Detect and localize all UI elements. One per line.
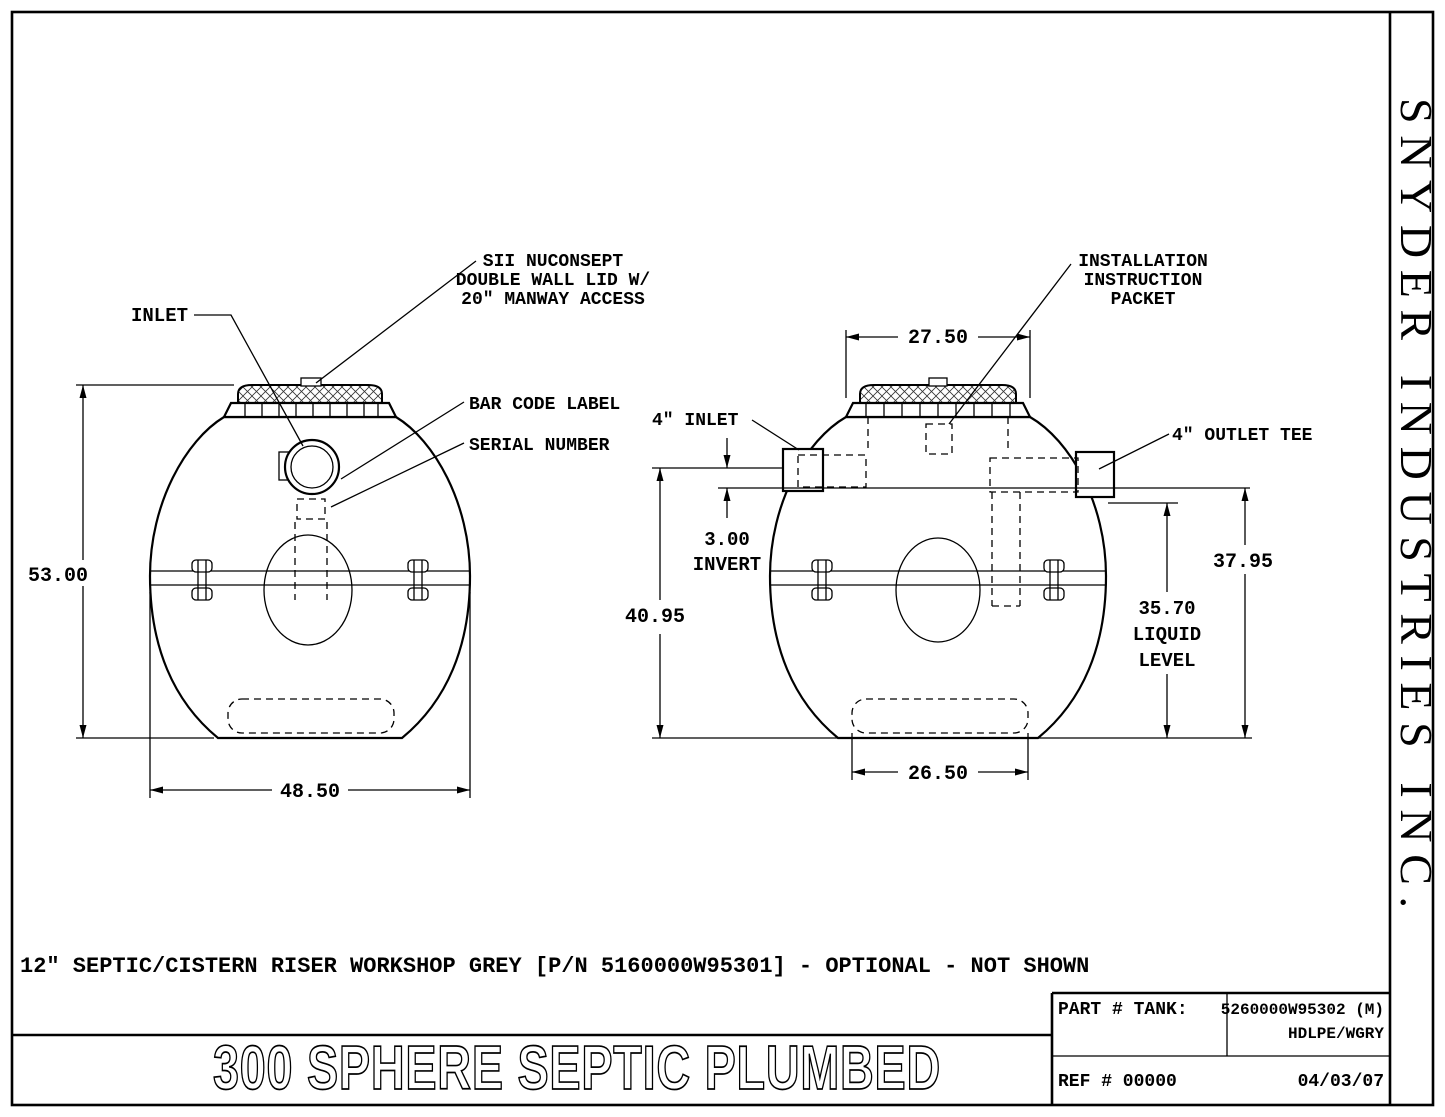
part-number: 5260000W95302 (M) <box>1221 1001 1384 1019</box>
band-lug <box>811 587 833 601</box>
side-view-labels: INSTALLATION INSTRUCTION PACKET 4" INLET… <box>652 252 1313 470</box>
dim-inlet-height-text: 40.95 <box>625 606 685 629</box>
inlet-fitting <box>278 438 341 496</box>
band-lug <box>1043 559 1065 573</box>
lid-vent <box>300 377 322 387</box>
packet-leader <box>948 263 1072 425</box>
inlet-leader <box>751 419 800 451</box>
dim-width-text: 48.50 <box>280 781 340 804</box>
side-view: 27.50 40.95 3.00 INVERT 37.95 35.70 LIQU… <box>625 252 1313 786</box>
outlet-label: 4" OUTLET TEE <box>1172 426 1313 446</box>
serial-leader <box>330 442 465 508</box>
inlet-inner-circle <box>290 445 334 489</box>
band-bolt <box>197 560 207 600</box>
serial-plate <box>296 498 326 520</box>
instruction-packet <box>925 423 953 455</box>
lid-flange-ribs <box>865 404 1011 416</box>
center-boss <box>263 534 353 646</box>
front-view-labels: INLET SII NUCONSEPT DOUBLE WALL LID W/ 2… <box>131 252 650 508</box>
title-block: 300 SPHERE SEPTIC PLUMBED PART # TANK: 5… <box>12 991 1390 1105</box>
front-view: 53.00 48.50 INLET SII NUCONSEPT DOUBLE W… <box>28 252 650 804</box>
notes: 12" SEPTIC/CISTERN RISER WORKSHOP GREY [… <box>20 954 1089 979</box>
lid-label-line3: 20" MANWAY ACCESS <box>461 290 645 310</box>
company-name: SNYDER INDUSTRIES INC. <box>1391 98 1442 908</box>
packet-label-line3: PACKET <box>1111 290 1176 310</box>
side-view-dimensions: 27.50 40.95 3.00 INVERT 37.95 35.70 LIQU… <box>625 327 1273 786</box>
drawing-title: 300 SPHERE SEPTIC PLUMBED <box>213 1034 941 1103</box>
band-bolt <box>413 560 423 600</box>
lid-flange-ribs <box>244 404 379 416</box>
inlet-stub <box>781 447 825 493</box>
bottom-recess <box>227 698 395 734</box>
front-view-dimensions: 53.00 48.50 <box>28 384 471 804</box>
lid-top <box>859 384 1017 404</box>
inlet-label: 4" INLET <box>652 411 739 431</box>
lid-top <box>237 384 383 404</box>
lid-leader <box>315 260 477 384</box>
barcode-label: BAR CODE LABEL <box>469 395 620 415</box>
dim-height-text: 53.00 <box>28 565 88 588</box>
riser-note: 12" SEPTIC/CISTERN RISER WORKSHOP GREY [… <box>20 954 1089 979</box>
hidden-channel <box>294 522 328 600</box>
outlet-dip-pipe <box>991 492 1021 607</box>
band-lug <box>191 559 213 573</box>
band-bolt <box>817 560 827 600</box>
packet-label-line1: INSTALLATION <box>1078 252 1208 272</box>
mounting-band <box>150 559 470 601</box>
manway-hidden-lines <box>867 417 1009 452</box>
material: HDLPE/WGRY <box>1288 1025 1384 1043</box>
outlet-tee-hidden <box>989 457 1079 493</box>
dim-invert-value-text: 3.00 <box>704 529 750 551</box>
inlet-hidden <box>797 454 867 488</box>
mounting-band <box>770 559 1106 601</box>
outlet-stub <box>1074 450 1116 499</box>
outlet-leader <box>1098 433 1170 470</box>
tank-body <box>148 415 472 740</box>
band-bolt <box>1049 560 1059 600</box>
dim-liquid-value-text: 35.70 <box>1138 598 1195 620</box>
dim-liquid-word1-text: LIQUID <box>1133 624 1201 646</box>
band-lug <box>811 559 833 573</box>
band-lug <box>407 559 429 573</box>
dim-base-width-text: 26.50 <box>908 763 968 786</box>
lid-flange <box>222 401 398 419</box>
lid-vent <box>928 377 948 387</box>
inlet-outer-circle <box>283 438 341 496</box>
border-rect <box>10 10 1435 1107</box>
lid-label-line1: SII NUCONSEPT <box>483 252 624 272</box>
band-lug <box>191 587 213 601</box>
inlet-label: INLET <box>131 305 188 327</box>
manway-lid <box>844 377 1032 419</box>
manway-lid <box>222 377 398 419</box>
page-frame <box>10 10 1435 1107</box>
lid-label-line2: DOUBLE WALL LID W/ <box>456 271 650 291</box>
dim-invert-word-text: INVERT <box>693 554 761 576</box>
band-lug <box>1043 587 1065 601</box>
serial-label: SERIAL NUMBER <box>469 436 610 456</box>
dim-lid-width-text: 27.50 <box>908 327 968 350</box>
dim-outlet-height-text: 37.95 <box>1213 551 1273 574</box>
inlet-leader <box>194 314 304 447</box>
packet-label-line2: INSTRUCTION <box>1084 271 1203 291</box>
bottom-recess <box>851 698 1029 734</box>
center-boss <box>895 537 981 643</box>
company-sidebar: SNYDER INDUSTRIES INC. <box>1391 98 1442 908</box>
part-label: PART # TANK: <box>1058 1000 1188 1020</box>
ref-number: REF # 00000 <box>1058 1072 1177 1092</box>
barcode-leader <box>340 401 465 480</box>
dim-liquid-word2-text: LEVEL <box>1138 650 1195 672</box>
band-lug <box>407 587 429 601</box>
date: 04/03/07 <box>1298 1072 1384 1092</box>
